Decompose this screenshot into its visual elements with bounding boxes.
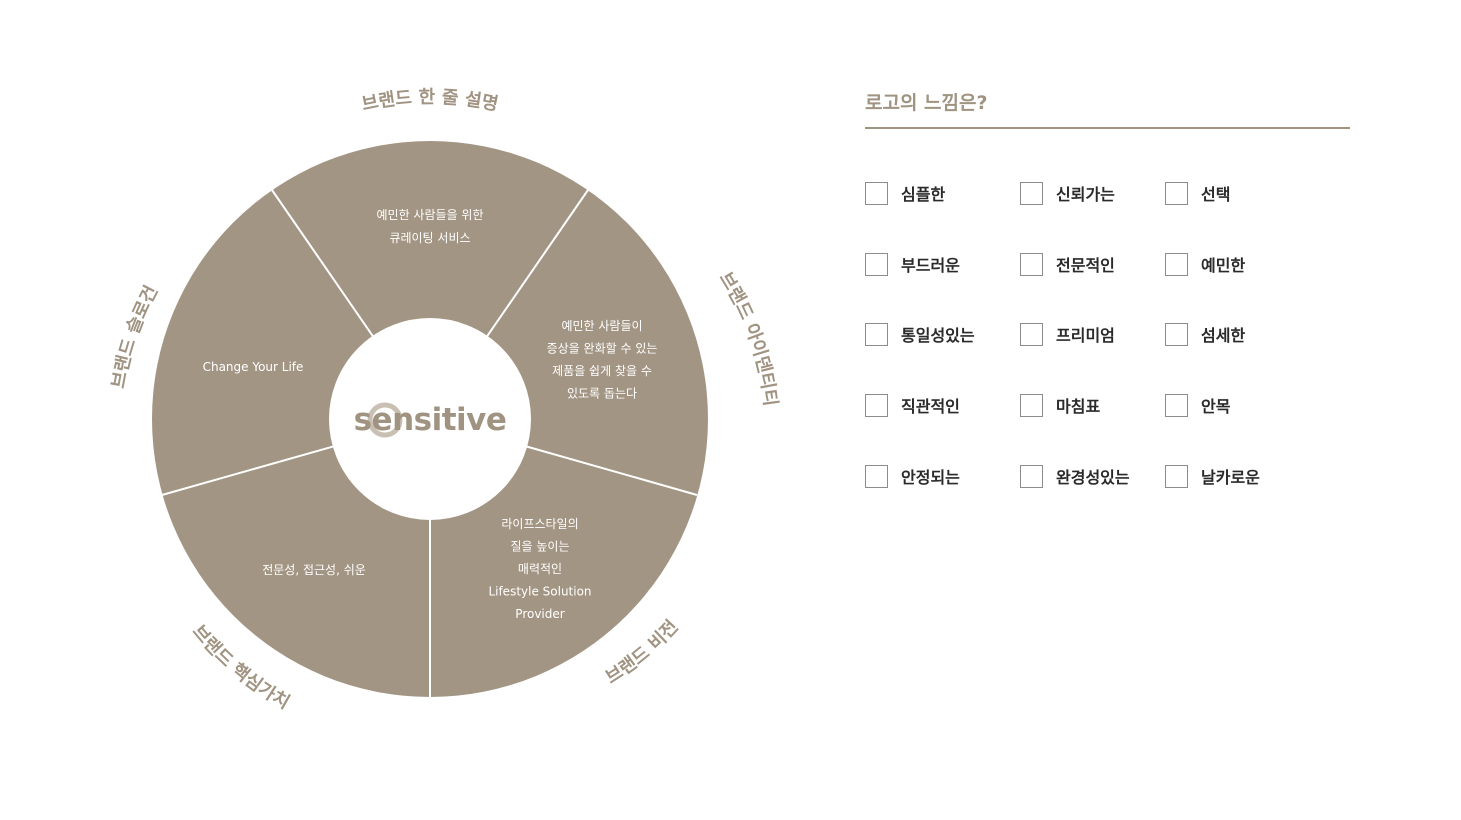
- logo-text: sensitive: [354, 402, 507, 438]
- option-checkbox[interactable]: [865, 393, 888, 417]
- segment-line: 예민한 사람들을 위한: [377, 208, 484, 222]
- option-item[interactable]: 선택: [1165, 178, 1230, 208]
- label-identity: 브랜드 아이덴티티: [715, 269, 781, 408]
- segment-line: 제품을 쉽게 찾을 수: [552, 364, 652, 378]
- option-item[interactable]: 안정되는: [865, 461, 960, 491]
- wheel-center: [329, 318, 531, 520]
- option-item[interactable]: 예민한: [1165, 249, 1245, 279]
- option-checkbox[interactable]: [1020, 464, 1043, 488]
- segment-text-left: Change Your Life: [203, 360, 304, 374]
- segment-line: Lifestyle Solution: [488, 585, 591, 599]
- segment-line: 예민한 사람들이: [561, 319, 642, 333]
- segment-text-bottom-left: 전문성, 접근성, 쉬운: [262, 563, 366, 577]
- option-label: 날카로운: [1201, 468, 1260, 487]
- sensitive-logo: sensitive: [354, 402, 507, 438]
- logo-swirl-icon: [367, 402, 403, 438]
- option-checkbox[interactable]: [1165, 252, 1188, 276]
- segment-line: 질을 높이는: [510, 540, 569, 554]
- option-item[interactable]: 전문적인: [1020, 249, 1115, 279]
- option-item[interactable]: 마침표: [1020, 390, 1100, 420]
- option-label: 신뢰가는: [1056, 185, 1115, 204]
- segment-line: 라이프스타일의: [501, 517, 578, 531]
- option-checkbox[interactable]: [865, 322, 888, 346]
- option-label: 선택: [1201, 185, 1231, 204]
- option-checkbox[interactable]: [865, 464, 888, 488]
- option-item[interactable]: 부드러운: [865, 249, 960, 279]
- label-slogan: 브랜드 슬로건: [108, 282, 162, 390]
- survey-title: 로고의 느낌은?: [865, 88, 1350, 129]
- option-checkbox[interactable]: [1165, 181, 1188, 205]
- segment-line: 있도록 돕는다: [567, 387, 637, 401]
- option-checkbox[interactable]: [1165, 464, 1188, 488]
- divider-line: [161, 445, 335, 496]
- option-checkbox[interactable]: [1020, 181, 1043, 205]
- segment-line: 큐레이팅 서비스: [389, 231, 470, 245]
- option-label: 부드러운: [901, 256, 960, 275]
- option-item[interactable]: 통일성있는: [865, 319, 975, 349]
- option-label: 심플한: [901, 185, 946, 204]
- segment-line: 매력적인: [518, 562, 562, 576]
- option-label: 안목: [1201, 397, 1231, 416]
- segment-line: 전문성, 접근성, 쉬운: [262, 563, 366, 577]
- option-item[interactable]: 안목: [1165, 390, 1230, 420]
- option-checkbox[interactable]: [865, 181, 888, 205]
- option-checkbox[interactable]: [1020, 252, 1043, 276]
- option-label: 완경성있는: [1056, 468, 1130, 487]
- segment-line: Provider: [515, 607, 564, 621]
- option-label: 전문적인: [1056, 256, 1115, 275]
- option-checkbox[interactable]: [1165, 322, 1188, 346]
- option-label: 통일성있는: [901, 326, 975, 345]
- option-checkbox[interactable]: [1020, 393, 1043, 417]
- label-one-line: 브랜드 한 줄 설명: [360, 87, 500, 115]
- option-item[interactable]: 신뢰가는: [1020, 178, 1115, 208]
- option-label: 예민한: [1201, 256, 1246, 275]
- option-label: 섬세한: [1201, 326, 1246, 345]
- option-item[interactable]: 완경성있는: [1020, 461, 1130, 491]
- option-item[interactable]: 프리미엄: [1020, 319, 1115, 349]
- option-checkbox[interactable]: [1165, 393, 1188, 417]
- option-label: 프리미엄: [1056, 326, 1115, 345]
- divider-line: [485, 189, 589, 338]
- option-checkbox[interactable]: [865, 252, 888, 276]
- wheel-dividers: [161, 189, 698, 697]
- option-item[interactable]: 날카로운: [1165, 461, 1260, 491]
- option-item[interactable]: 직관적인: [865, 390, 960, 420]
- option-label: 직관적인: [901, 397, 960, 416]
- segment-line: Change Your Life: [203, 360, 304, 374]
- option-item[interactable]: 섬세한: [1165, 319, 1245, 349]
- option-label: 마침표: [1056, 397, 1101, 416]
- option-label: 안정되는: [901, 468, 960, 487]
- divider-line: [271, 189, 375, 338]
- segment-line: 증상을 완화할 수 있는: [547, 342, 658, 356]
- option-checkbox[interactable]: [1020, 322, 1043, 346]
- option-item[interactable]: 심플한: [865, 178, 945, 208]
- divider-line: [525, 445, 698, 496]
